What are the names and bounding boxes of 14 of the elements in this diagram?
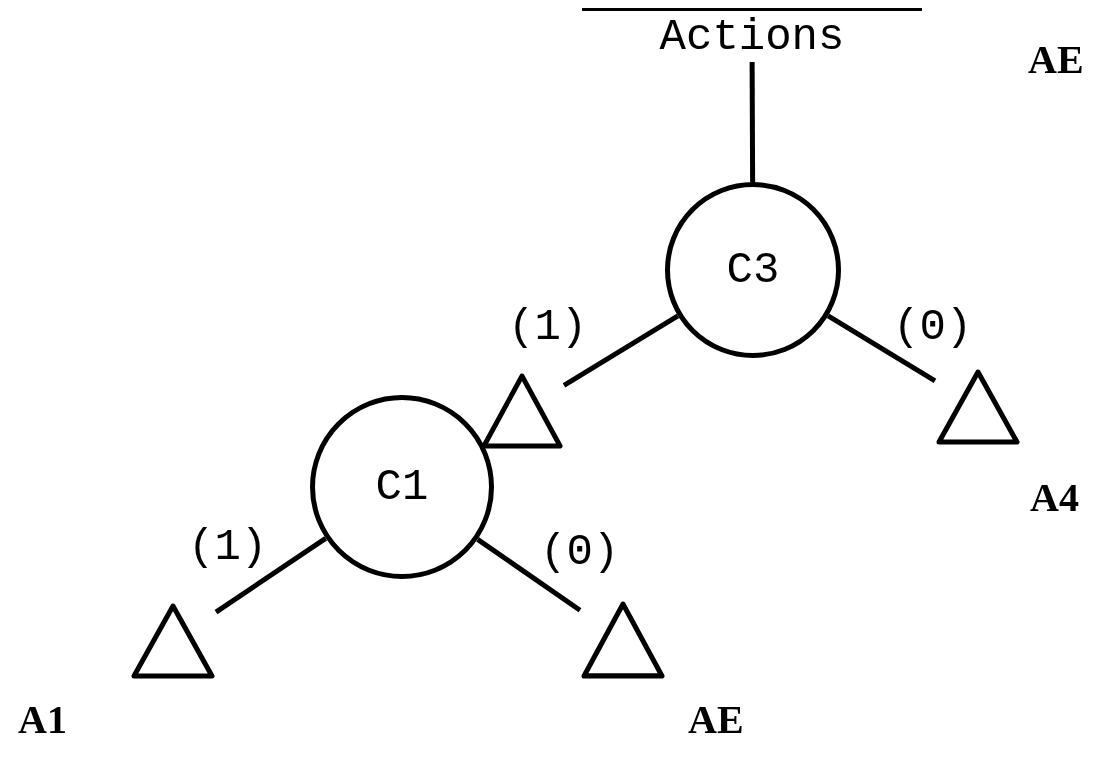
- triangle-node: [480, 372, 564, 450]
- connector-line: [476, 537, 582, 613]
- action-label: AE: [688, 700, 744, 740]
- action-label: AE: [1028, 40, 1084, 80]
- connector-line: [214, 536, 328, 615]
- triangle-node: [130, 602, 216, 680]
- action-label: A1: [18, 700, 67, 740]
- heading-text: Actions: [582, 8, 922, 62]
- connector-line: [562, 313, 680, 388]
- triangle-node: [580, 600, 666, 680]
- connector-line: [826, 313, 937, 383]
- action-label: A4: [1030, 478, 1079, 518]
- triangle-node: [935, 368, 1021, 446]
- connector-line: [749, 62, 756, 182]
